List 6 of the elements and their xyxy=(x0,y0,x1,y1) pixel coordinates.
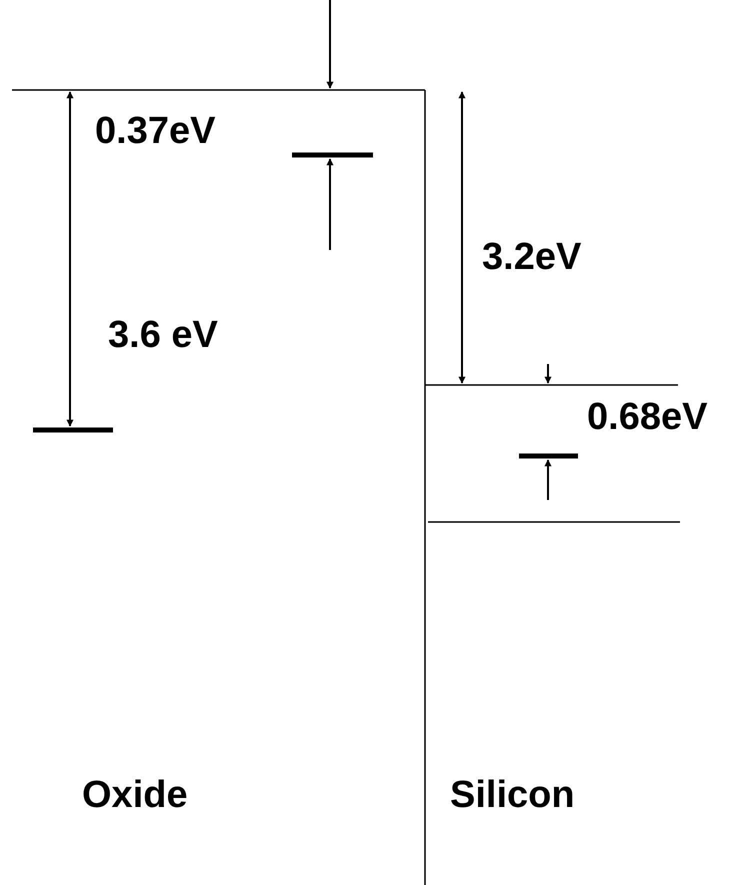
energy-value: 0.68eV xyxy=(587,398,708,436)
energy-value: 3.2eV xyxy=(482,238,582,276)
region-label: Silicon xyxy=(450,776,575,814)
region-label: Oxide xyxy=(82,776,188,814)
energy-value: 3.6 eV xyxy=(108,316,218,354)
energy-value: 0.37eV xyxy=(95,112,216,150)
